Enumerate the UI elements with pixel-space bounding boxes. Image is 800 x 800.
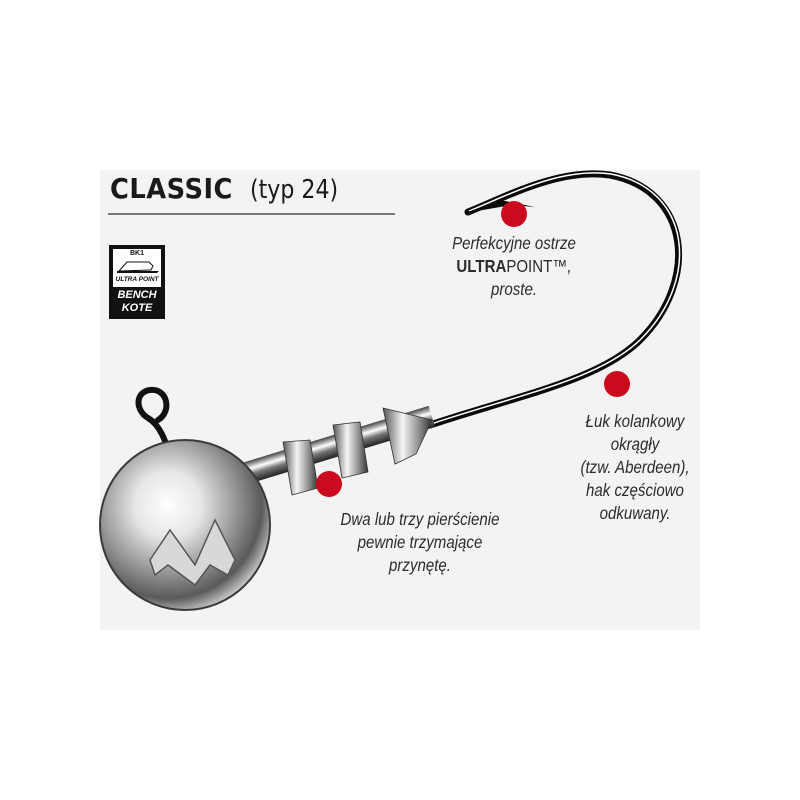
callout-point: Perfekcyjne ostrze ULTRAPOINT™, proste. [428,232,600,301]
title-main: CLASSIC [110,172,233,205]
marker-rings [316,471,342,497]
callout-rings-line3: przynętę. [389,555,451,575]
shank [227,405,436,489]
title-underline [108,213,395,215]
badge-bench-kote: BENCH KOTE [109,289,165,315]
hook-point-icon [117,261,159,273]
point-text: POINT™ [506,256,568,276]
ultra-text: ULTRA [456,256,507,276]
callout-point-line2: ULTRAPOINT™, [428,255,600,278]
callout-bend-line1: Łuk kolankowy [585,411,685,431]
callout-rings: Dwa lub trzy pierścienie pewnie trzymają… [308,508,532,577]
callout-bend-line3: (tzw. Aberdeen), [580,457,690,477]
badge-inner: BK1 ULTRA POINT [113,249,161,287]
badge-bench: BENCH [117,289,157,301]
product-title: CLASSIC (typ 24) [110,172,353,212]
ball-head [99,439,271,611]
title-subtitle: (typ 24) [249,175,338,205]
callout-rings-line2: pewnie trzymające [357,532,483,552]
bait-keeper-rings [282,407,433,496]
comma: , [567,256,572,276]
callout-rings-line1: Dwa lub trzy pierścienie [340,509,500,529]
callout-bend: Łuk kolankowy okrągły (tzw. Aberdeen), h… [558,410,713,525]
bench-kote-badge: BK1 ULTRA POINT BENCH KOTE [109,245,165,319]
callout-bend-line2: okrągły [610,434,660,454]
badge-model: BK1 [129,250,144,257]
badge-kote: KOTE [121,302,153,314]
callout-bend-line4: hak częściowo [586,480,684,500]
brand-logo-icon [149,518,236,587]
badge-ultra-point: ULTRA POINT [115,276,159,283]
marker-bend [604,371,630,397]
line-eye [135,387,173,458]
callout-point-line3: proste. [490,279,538,299]
hook-wire [426,170,683,429]
callout-point-line1: Perfekcyjne ostrze [452,233,576,253]
marker-point [501,201,527,227]
callout-bend-line5: odkuwany. [599,503,671,523]
